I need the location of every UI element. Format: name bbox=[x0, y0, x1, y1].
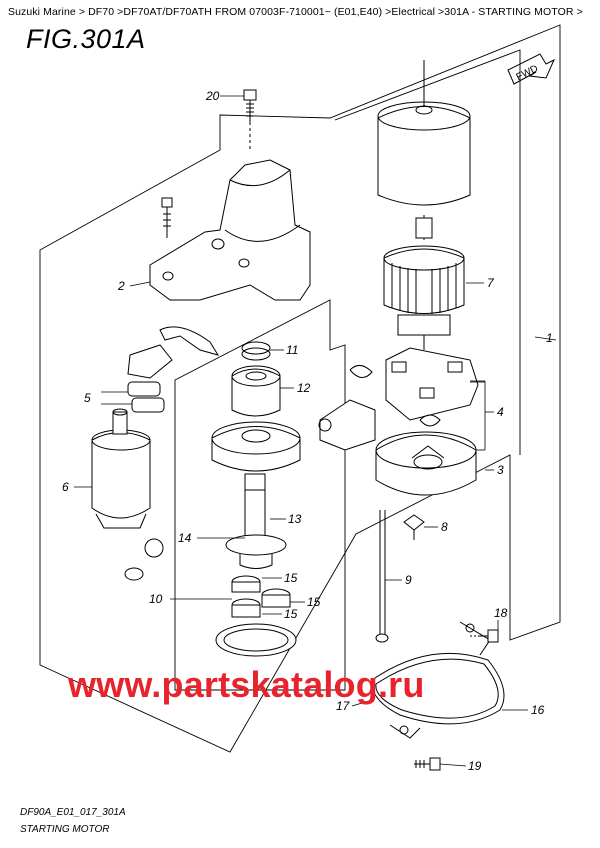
callout-4: 4 bbox=[497, 405, 504, 419]
callout-12: 12 bbox=[297, 381, 311, 395]
callout-11: 11 bbox=[286, 343, 298, 357]
bolt-part-18 bbox=[470, 629, 499, 643]
armature-part-7 bbox=[383, 215, 465, 350]
callout-9: 9 bbox=[405, 573, 412, 587]
bolt-part-19 bbox=[414, 757, 441, 771]
planet-gear-15b bbox=[261, 588, 291, 608]
small-bolt bbox=[161, 197, 173, 238]
through-bolt-part-9 bbox=[375, 510, 389, 643]
watermark: www.partskatalog.ru bbox=[68, 664, 425, 705]
callout-20: 20 bbox=[205, 89, 220, 103]
callout-5: 5 bbox=[84, 391, 91, 405]
end-cap-part-3 bbox=[375, 431, 477, 496]
callout-13: 13 bbox=[288, 512, 302, 526]
assembly-outline bbox=[39, 24, 561, 753]
callout-15b: 15 bbox=[307, 595, 321, 609]
leader-lines bbox=[74, 95, 557, 767]
inner-frame bbox=[334, 49, 521, 455]
callout-3: 3 bbox=[497, 463, 504, 477]
callout-15a: 15 bbox=[284, 571, 298, 585]
callout-8: 8 bbox=[441, 520, 448, 534]
callout-10: 10 bbox=[149, 592, 163, 606]
callout-1: 1 bbox=[546, 331, 553, 345]
gear-ring bbox=[215, 623, 297, 657]
callout-18: 18 bbox=[494, 606, 508, 620]
callout-2: 2 bbox=[117, 279, 125, 293]
callout-14: 14 bbox=[178, 531, 192, 545]
pinion-part-12 bbox=[231, 365, 281, 417]
shaft-part-13 bbox=[225, 473, 287, 569]
brush-holder-part-4 bbox=[318, 347, 479, 451]
callout-7: 7 bbox=[487, 276, 495, 290]
callout-6: 6 bbox=[62, 480, 69, 494]
planet-gear-15a bbox=[231, 575, 261, 593]
callout-16: 16 bbox=[531, 703, 545, 717]
breadcrumb[interactable]: Suzuki Marine > DF70 >DF70AT/DF70ATH FRO… bbox=[8, 6, 583, 18]
lever-part-5 bbox=[127, 326, 220, 413]
fwd-arrow-icon: FWD bbox=[507, 53, 556, 85]
solenoid-part-6 bbox=[91, 408, 164, 581]
screw-part-8 bbox=[403, 514, 425, 540]
snap-ring-part-11 bbox=[241, 341, 271, 361]
figure-name: STARTING MOTOR bbox=[20, 824, 110, 835]
figure-title: FIG.301A bbox=[26, 24, 146, 54]
clutch-part bbox=[211, 421, 301, 472]
yoke-part bbox=[377, 60, 471, 206]
band-part-16 bbox=[371, 621, 505, 739]
figure-code: DF90A_E01_017_301A bbox=[20, 807, 126, 818]
callout-17: 17 bbox=[336, 699, 351, 713]
callout-19: 19 bbox=[468, 759, 482, 773]
bolt-part-20 bbox=[243, 89, 257, 150]
housing-part-2 bbox=[149, 159, 311, 301]
callout-15c: 15 bbox=[284, 607, 298, 621]
subassembly-outline bbox=[174, 299, 346, 691]
planet-gear-15c bbox=[231, 598, 261, 618]
